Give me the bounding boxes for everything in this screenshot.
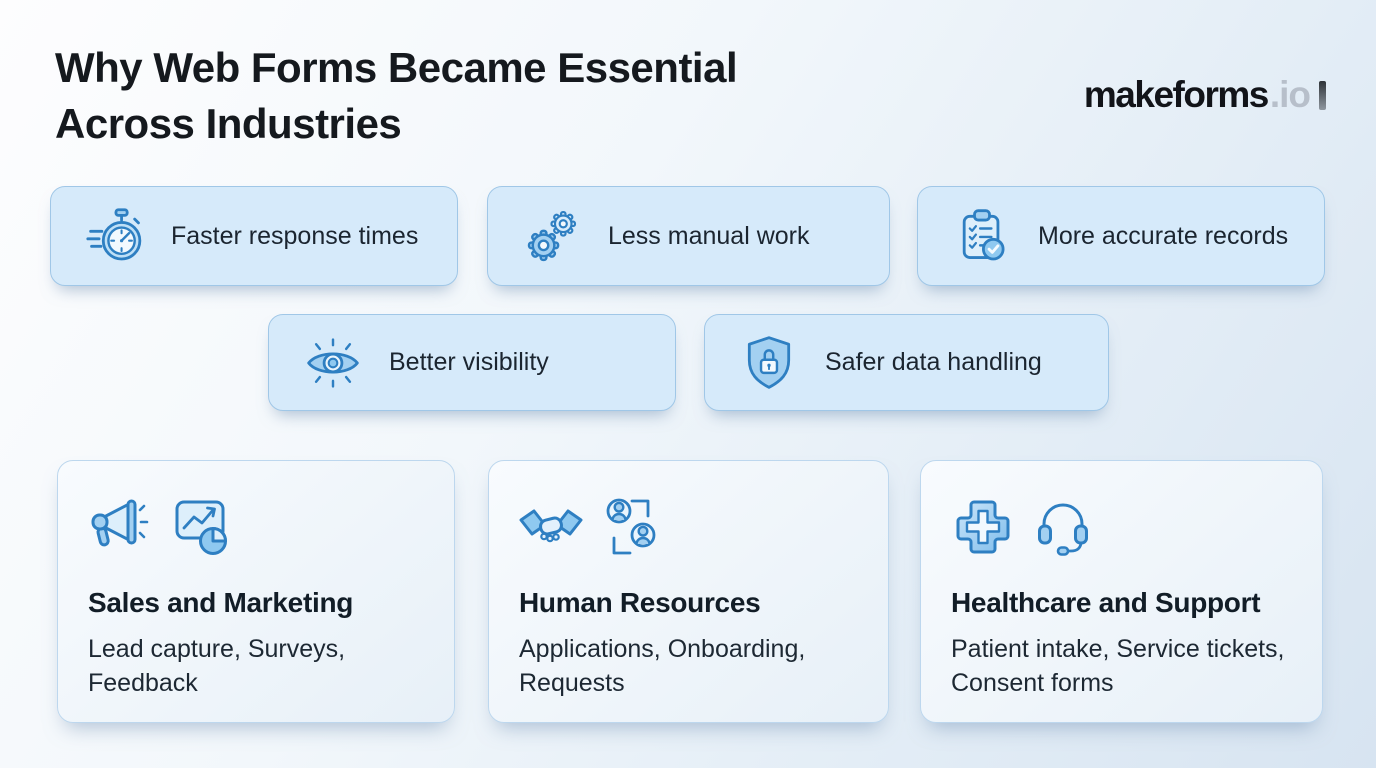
industry-title: Sales and Marketing: [88, 587, 354, 618]
industry-title: Healthcare and Support: [951, 587, 1261, 618]
industry-description: Applications, Onboarding, Requests: [519, 635, 806, 697]
page-title: Why Web Forms Became Essential Across In…: [55, 40, 738, 152]
industry-description: Patient intake, Service tickets, Consent…: [951, 635, 1285, 697]
medical-cross-icon: [951, 495, 1015, 559]
industry-description: Lead capture, Surveys, Feedback: [88, 635, 346, 697]
benefit-card-accurate-records: More accurate records: [917, 186, 1325, 286]
benefit-label: Safer data handling: [825, 348, 1042, 376]
shield-lock-icon: [739, 333, 799, 393]
industry-card-sales-marketing: Sales and Marketing Lead capture, Survey…: [57, 460, 455, 723]
industry-card-healthcare-support: Healthcare and Support Patient intake, S…: [920, 460, 1323, 723]
brand-logo-text: makeforms: [1083, 74, 1269, 115]
benefit-card-less-manual-work: Less manual work: [487, 186, 890, 286]
people-exchange-icon: [599, 495, 663, 559]
benefit-card-better-visibility: Better visibility: [268, 314, 676, 411]
headset-icon: [1031, 495, 1095, 559]
handshake-icon: [519, 495, 583, 559]
benefit-label: Faster response times: [171, 221, 419, 250]
eye-icon: [303, 333, 363, 393]
benefit-label: More accurate records: [1038, 221, 1289, 250]
benefit-card-faster-response: Faster response times: [50, 186, 458, 286]
stopwatch-icon: [85, 206, 145, 266]
industry-icons: [951, 495, 1292, 559]
gears-icon: [522, 206, 582, 266]
chart-pie-icon: [168, 495, 232, 559]
brand-logo-domain: .io: [1269, 74, 1311, 115]
clipboard-checklist-icon: [952, 206, 1012, 266]
industry-card-human-resources: Human Resources Applications, Onboarding…: [488, 460, 889, 723]
cursor-bar-icon: [1319, 80, 1326, 110]
brand-logo: makeforms .io: [1084, 74, 1326, 116]
industry-icons: [88, 495, 424, 559]
industry-icons: [519, 495, 858, 559]
megaphone-icon: [88, 495, 152, 559]
benefit-card-safer-data: Safer data handling: [704, 314, 1109, 411]
benefit-label: Less manual work: [608, 221, 810, 250]
benefit-label: Better visibility: [389, 348, 549, 376]
page-title-line-2: Across Industries: [55, 100, 402, 147]
page-title-line-1: Why Web Forms Became Essential: [55, 44, 738, 91]
industry-title: Human Resources: [519, 587, 761, 618]
